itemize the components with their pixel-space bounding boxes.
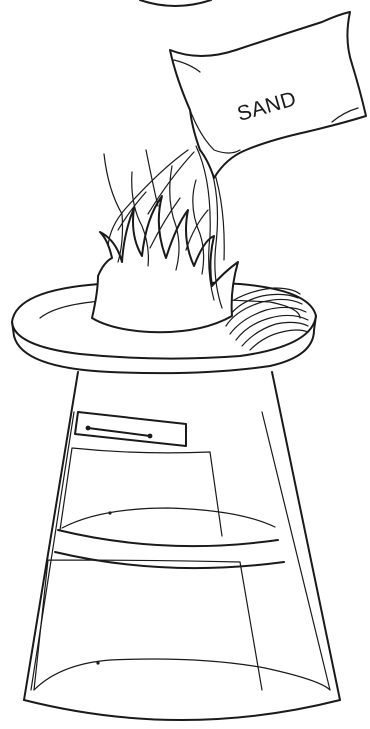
- stand-mid-band-top: [58, 530, 278, 546]
- ash-drawer: [75, 412, 186, 446]
- shelf-rivet-lower: [96, 661, 99, 664]
- upper-window-outline: [60, 448, 222, 536]
- ash-drawer-handle-knob-left: [86, 426, 91, 431]
- flame-tongue-5: [146, 150, 158, 206]
- stand-bottom-rim: [24, 700, 340, 720]
- lower-window-outline: [34, 560, 262, 690]
- top-cropped-element: [140, 0, 211, 6]
- ash-drawer-handle-knob-right: [148, 434, 153, 439]
- upper-shelf-back: [62, 508, 275, 528]
- shelf-rivet-upper: [108, 511, 111, 514]
- lower-shelf-back: [34, 659, 330, 690]
- ash-drawer-handle: [88, 428, 150, 436]
- flame-base: [92, 196, 238, 332]
- stand-inner-opening: [31, 412, 330, 690]
